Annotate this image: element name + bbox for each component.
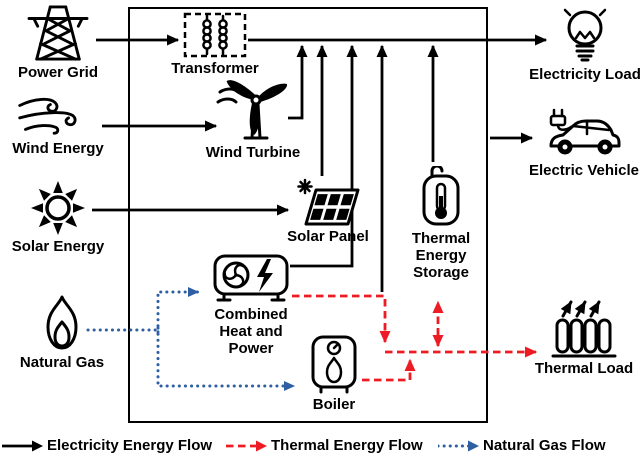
chp-engine-icon	[213, 254, 289, 302]
node-label-thermal-energy-storage: Thermal Energy Storage	[411, 230, 471, 281]
wind-turbine-icon	[216, 80, 288, 140]
boiler-icon	[311, 335, 357, 394]
node-label-electricity-load: Electricity Load	[529, 66, 640, 83]
light-bulb-icon	[563, 8, 607, 62]
legend-label-thermal: Thermal Energy Flow	[271, 437, 423, 454]
electricity-flow-arrow-icon	[2, 440, 43, 452]
node-label-electric-vehicle: Electric Vehicle	[528, 162, 640, 179]
node-solar-energy: Solar Energy	[10, 180, 106, 256]
legend-item-natural-gas: Natural Gas Flow	[438, 437, 606, 455]
legend-item-electricity: Electricity Energy Flow	[2, 437, 213, 455]
node-wind-turbine: Wind Turbine	[204, 80, 302, 162]
electric-car-icon	[549, 108, 621, 155]
node-wind-energy: Wind Energy	[4, 94, 112, 158]
natural-gas-flow-arrow-icon	[438, 440, 479, 452]
node-thermal-energy-storage: Thermal Energy Storage	[404, 166, 478, 281]
node-solar-panel: Solar Panel	[284, 178, 372, 246]
legend-label-natural-gas: Natural Gas Flow	[483, 437, 606, 454]
legend-label-electricity: Electricity Energy Flow	[47, 437, 213, 454]
transmission-tower-icon	[27, 5, 89, 61]
storage-tank-icon	[422, 166, 460, 226]
node-transformer: Transformer	[170, 12, 260, 78]
transformer-coils-icon	[183, 12, 247, 58]
node-chp: Combined Heat and Power	[206, 248, 296, 357]
node-label-wind-energy: Wind Energy	[12, 140, 104, 157]
gas-flame-icon	[46, 295, 78, 350]
node-label-boiler: Boiler	[312, 396, 356, 413]
node-label-power-grid: Power Grid	[17, 64, 99, 81]
node-label-transformer: Transformer	[171, 60, 259, 77]
wind-gust-icon	[18, 97, 77, 135]
radiator-icon	[551, 300, 617, 358]
node-electricity-load: Electricity Load	[529, 6, 640, 84]
sun-icon	[31, 181, 85, 235]
node-electric-vehicle: Electric Vehicle	[528, 108, 640, 180]
node-label-chp: Combined Heat and Power	[214, 306, 288, 357]
node-label-natural-gas: Natural Gas	[19, 354, 105, 371]
node-natural-gas: Natural Gas	[16, 294, 108, 372]
thermal-flow-arrow-icon	[226, 440, 267, 452]
node-power-grid: Power Grid	[6, 4, 110, 82]
legend-item-thermal: Thermal Energy Flow	[226, 437, 423, 455]
node-boiler: Boiler	[304, 334, 364, 414]
node-label-thermal-load: Thermal Load	[534, 360, 634, 377]
node-label-solar-energy: Solar Energy	[11, 238, 105, 255]
solar-panel-icon	[297, 178, 360, 226]
node-label-solar-panel: Solar Panel	[287, 228, 369, 245]
system-boundary-box	[128, 7, 488, 423]
node-label-wind-turbine: Wind Turbine	[205, 144, 301, 161]
node-thermal-load: Thermal Load	[528, 294, 640, 378]
